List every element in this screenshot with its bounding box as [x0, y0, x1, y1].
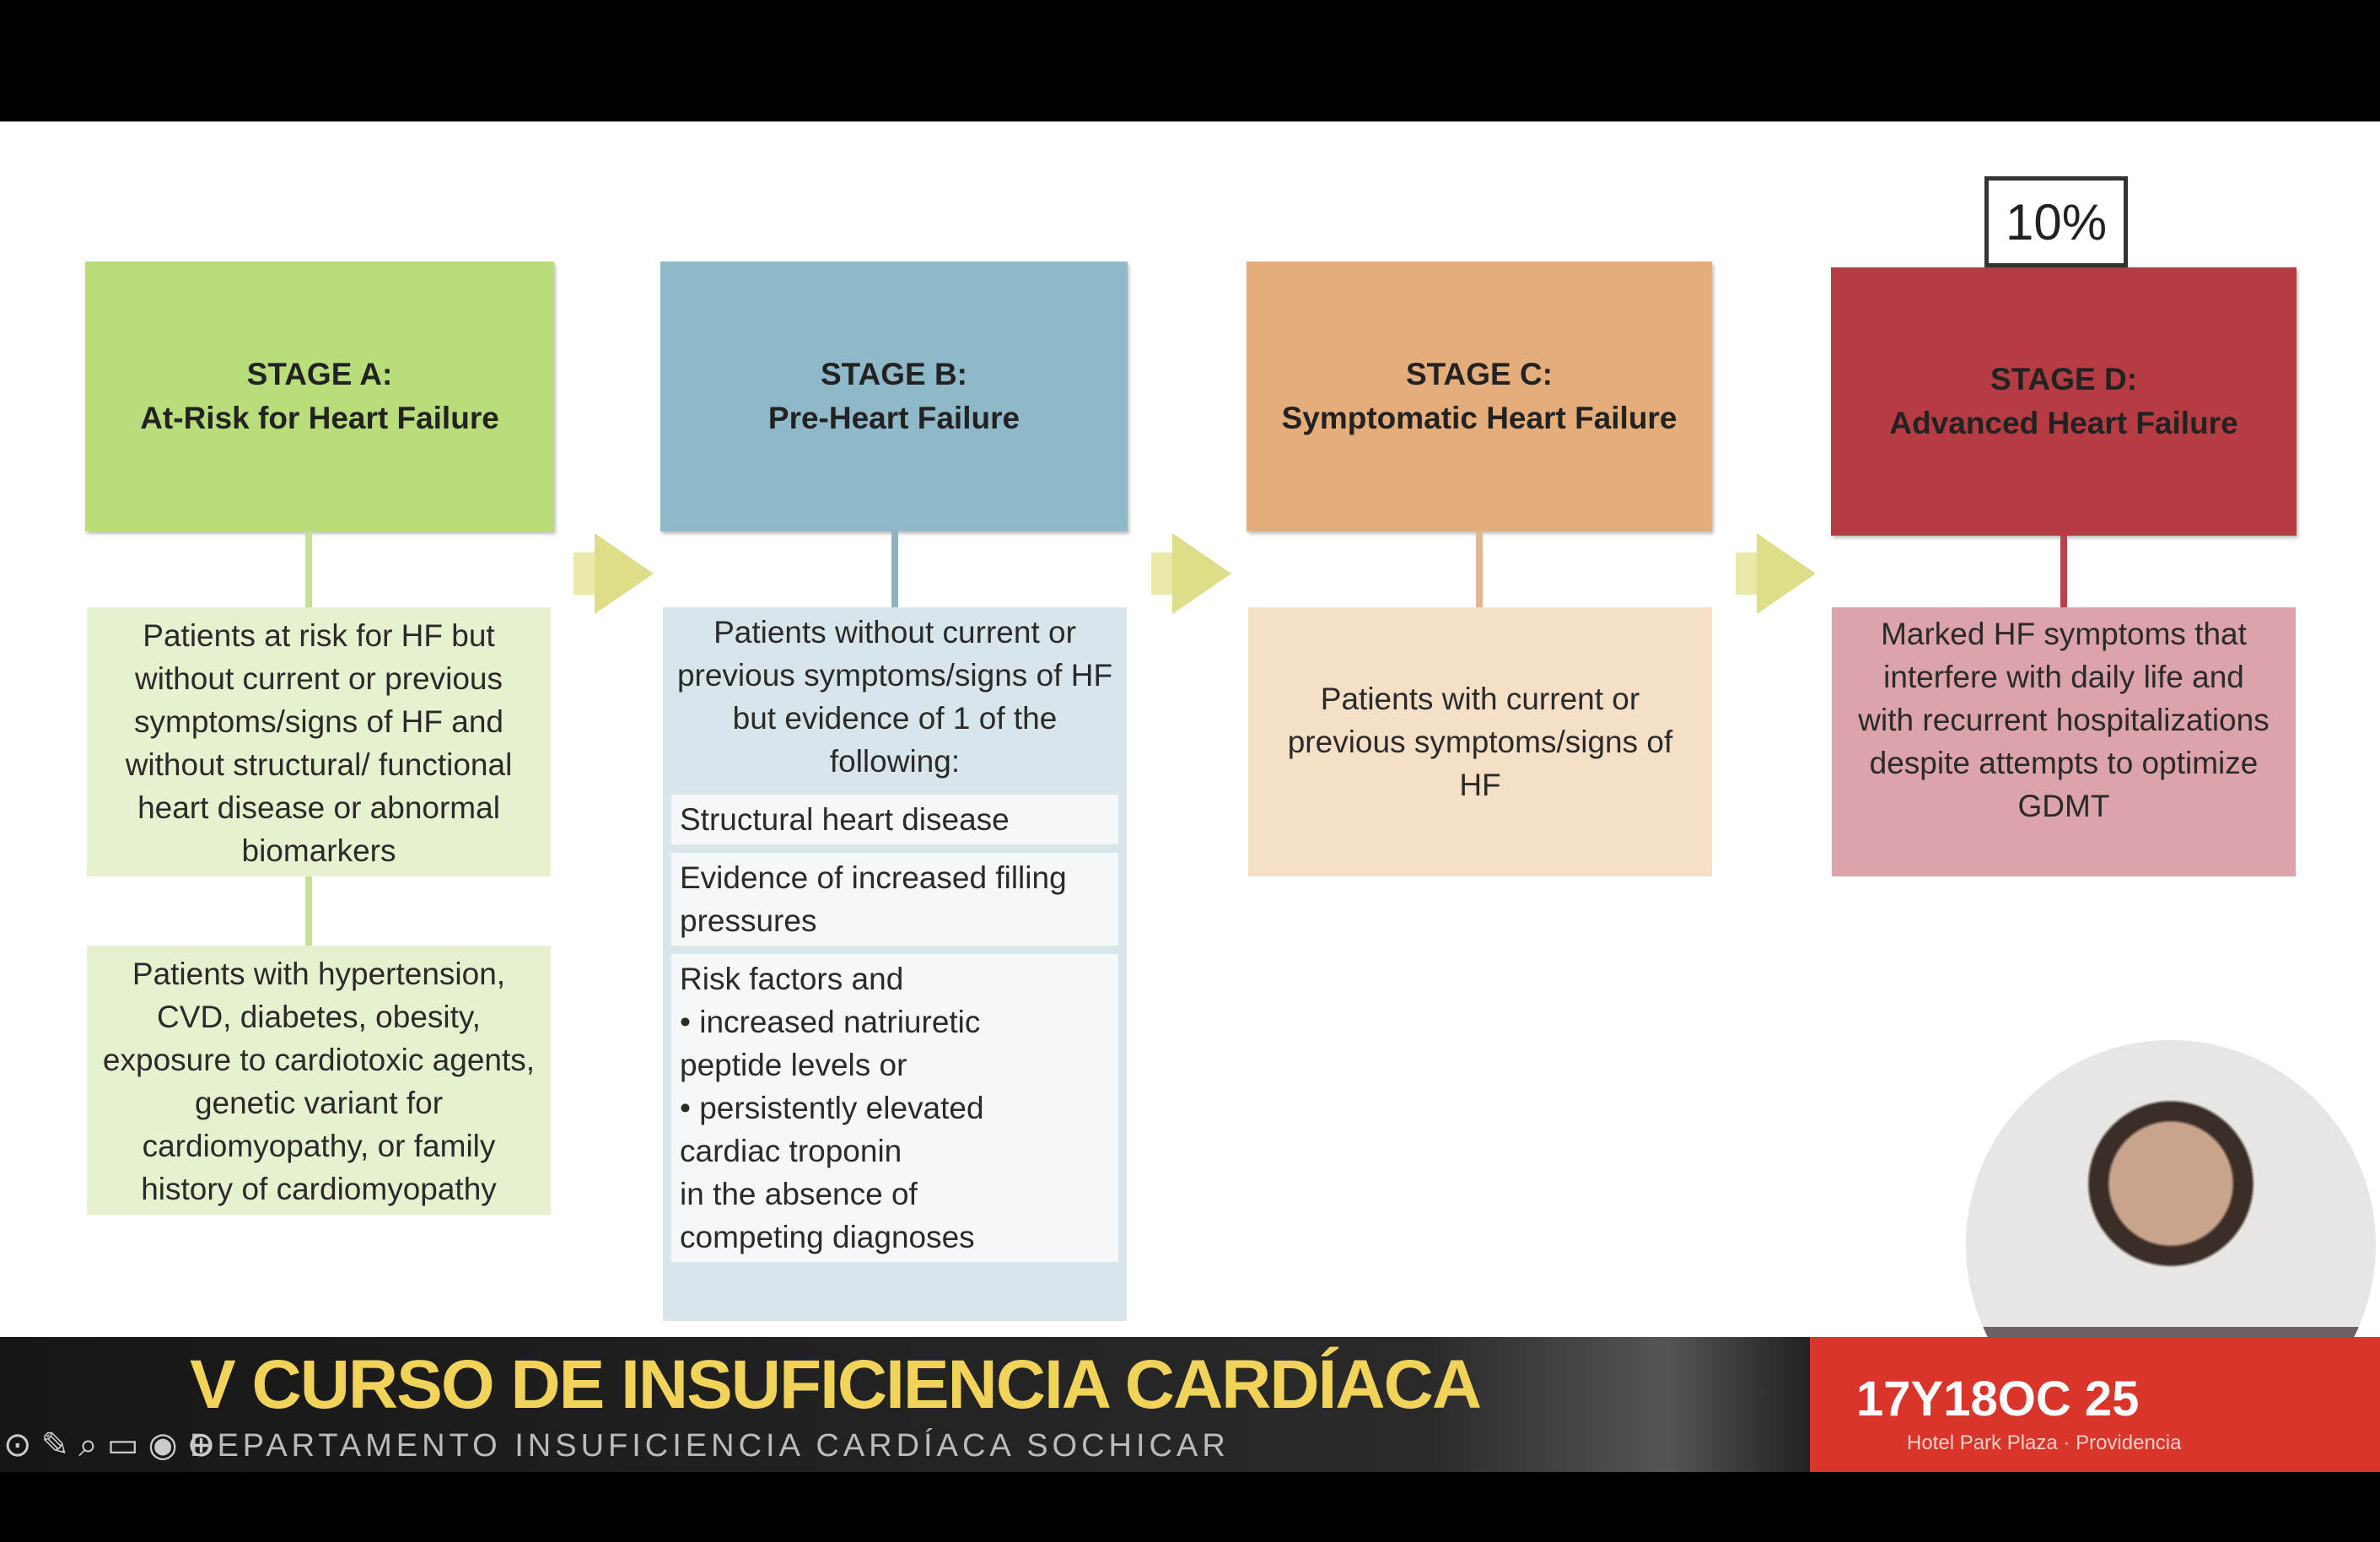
- stage-b-risk-box: Risk factors and • increased natriuretic…: [671, 954, 1118, 1262]
- stage-b-description: Patients without current or previous sym…: [663, 607, 1127, 1321]
- stage-b-item: Evidence of increased filling pressures: [671, 853, 1118, 946]
- arrow-right-icon: [1172, 533, 1231, 614]
- arrow-right-icon: [595, 533, 654, 614]
- stage-a-description: Patients at risk for HF but without curr…: [87, 607, 551, 876]
- stage-c-header: STAGE C: Symptomatic Heart Failure: [1247, 261, 1712, 531]
- connector: [305, 531, 312, 607]
- risk-intro: Risk factors and: [680, 962, 904, 996]
- stage-b-item: Structural heart disease: [671, 795, 1118, 844]
- stage-c-description: Patients with current or previous sympto…: [1248, 607, 1712, 876]
- stage-d-title: STAGE D:: [1990, 362, 2138, 396]
- risk-outro: in the absence of competing diagnoses: [680, 1177, 975, 1254]
- connector: [891, 531, 898, 607]
- stage-b-header: STAGE B: Pre-Heart Failure: [660, 261, 1128, 531]
- banner-title: V CURSO DE INSUFICIENCIA CARDÍACA: [190, 1346, 1482, 1423]
- stage-b-subtitle: Pre-Heart Failure: [767, 401, 1020, 435]
- banner-subtitle: DEPARTAMENTO INSUFICIENCIA CARDÍACA SOCH…: [190, 1428, 1230, 1464]
- stage-a-title: STAGE A:: [246, 357, 393, 391]
- event-banner: V CURSO DE INSUFICIENCIA CARDÍACA DEPART…: [0, 1337, 2380, 1472]
- banner-venue: Hotel Park Plaza · Providencia: [1907, 1431, 2182, 1454]
- connector: [1476, 531, 1483, 607]
- stage-a-header: STAGE A: At-Risk for Heart Failure: [85, 261, 554, 531]
- stage-a-examples: Patients with hypertension, CVD, diabete…: [87, 946, 551, 1215]
- banner-date-panel: 17Y18OC 25 Hotel Park Plaza · Providenci…: [1810, 1337, 2380, 1472]
- stage-c-title: STAGE C:: [1405, 357, 1553, 391]
- stage-d-header: STAGE D: Advanced Heart Failure: [1831, 267, 2297, 536]
- stage-c-subtitle: Symptomatic Heart Failure: [1281, 401, 1677, 435]
- stage-b-title: STAGE B:: [820, 357, 968, 391]
- stage-a-subtitle: At-Risk for Heart Failure: [140, 401, 499, 435]
- connector: [2060, 536, 2067, 607]
- risk-bullet: • increased natriuretic peptide levels o…: [680, 1005, 981, 1082]
- connector: [305, 876, 312, 946]
- stage-b-intro: Patients without current or previous sym…: [676, 615, 1113, 779]
- risk-bullet: • persistently elevated cardiac troponin: [680, 1091, 984, 1168]
- percent-badge: 10%: [1984, 176, 2128, 267]
- stage-d-description: Marked HF symptoms that interfere with d…: [1832, 607, 2296, 876]
- player-controls-icon[interactable]: ⊙ ✎ ⌕ ▭ ◉ ⊕: [3, 1426, 216, 1464]
- banner-date: 17Y18OC 25: [1856, 1372, 2140, 1426]
- arrow-right-icon: [1757, 533, 1816, 614]
- stage-d-subtitle: Advanced Heart Failure: [1889, 406, 2238, 440]
